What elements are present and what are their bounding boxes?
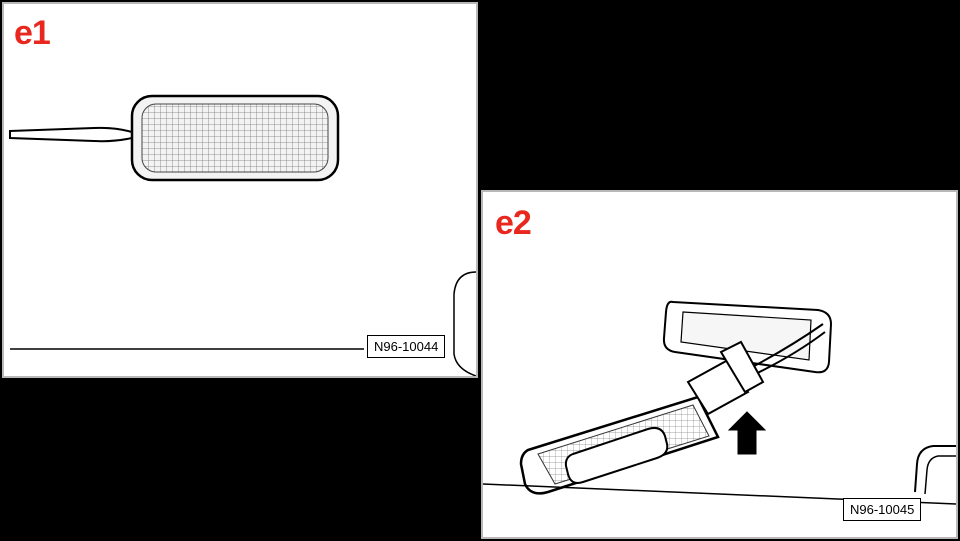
figure-reference-code: N96-10045	[843, 498, 922, 521]
figure-panel-e1: e1 N96-10044	[2, 2, 478, 378]
step-label: e1	[14, 14, 51, 52]
step-label: e2	[495, 204, 532, 242]
lamp-removal-illustration	[9, 94, 476, 376]
figure-reference-code: N96-10044	[367, 335, 446, 358]
bulb-connector-illustration	[483, 300, 956, 505]
figure-panel-e2: e2 N96-10045	[481, 190, 958, 539]
